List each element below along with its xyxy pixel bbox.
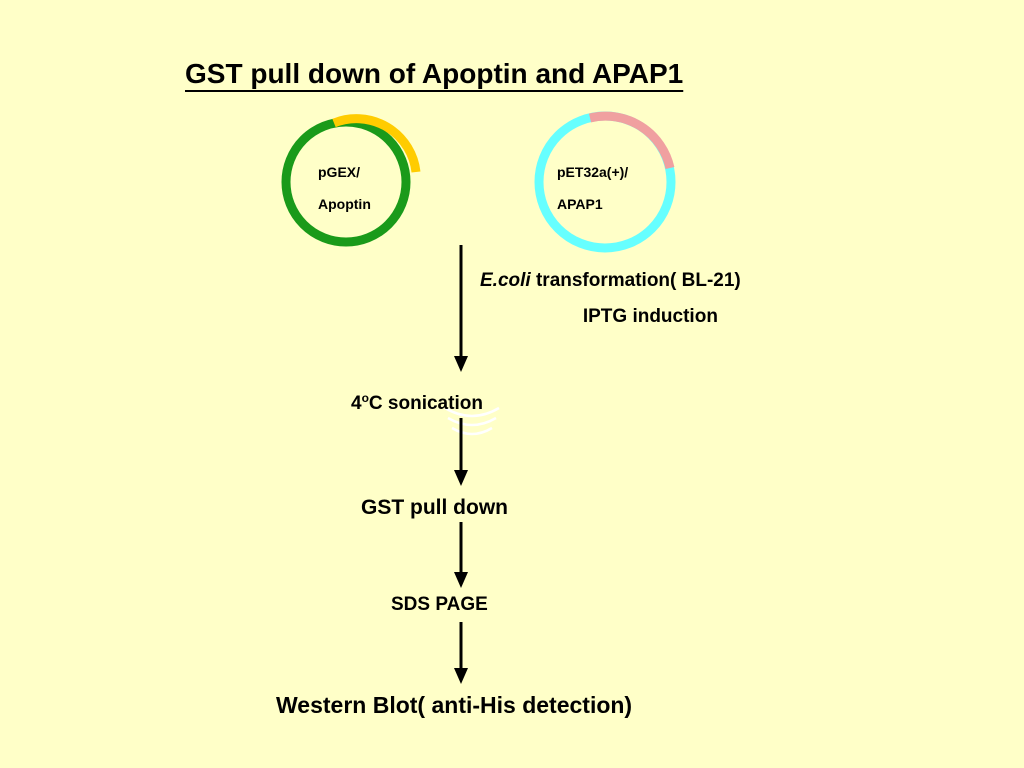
plasmid-label-left-line2: Apoptin (318, 196, 371, 212)
step-sds-page: SDS PAGE (391, 594, 488, 615)
step-transformation: E.coli transformation( BL-21) IPTG induc… (480, 263, 741, 335)
plasmid-pet32a-apap1 (534, 111, 676, 253)
page-title: GST pull down of Apoptin and APAP1 (185, 58, 684, 89)
sonication-wave-icon (444, 406, 500, 436)
flow-arrow-3 (454, 522, 468, 588)
plasmid-label-left-line1: pGEX/ (318, 164, 361, 180)
plasmid-insert-left (332, 114, 421, 173)
induction-text: IPTG induction (582, 306, 718, 327)
sonication-text: C sonication (368, 393, 483, 414)
step-sonication: 4oC sonication (351, 391, 483, 415)
plasmid-label-right-line1: pET32a(+)/ (557, 164, 629, 180)
flow-arrow-4 (454, 622, 468, 684)
step-gst-pull-down: GST pull down (361, 496, 508, 519)
plasmid-insert-right (588, 111, 675, 170)
plasmid-label-right: pET32a(+)/ APAP1 (557, 156, 628, 220)
degree-sup: o (361, 391, 369, 405)
transformation-text: transformation( BL-21) (530, 270, 741, 291)
ecoli-text: E.coli (480, 270, 531, 291)
flow-arrow-1 (454, 245, 468, 372)
plasmid-label-left: pGEX/ Apoptin (318, 156, 371, 220)
step-western-blot: Western Blot( anti-His detection) (276, 692, 633, 718)
plasmid-pgex-apoptin (281, 114, 421, 247)
plasmid-label-right-line2: APAP1 (557, 196, 603, 212)
sonication-prefix: 4 (351, 393, 362, 414)
flow-arrow-2 (454, 418, 468, 486)
